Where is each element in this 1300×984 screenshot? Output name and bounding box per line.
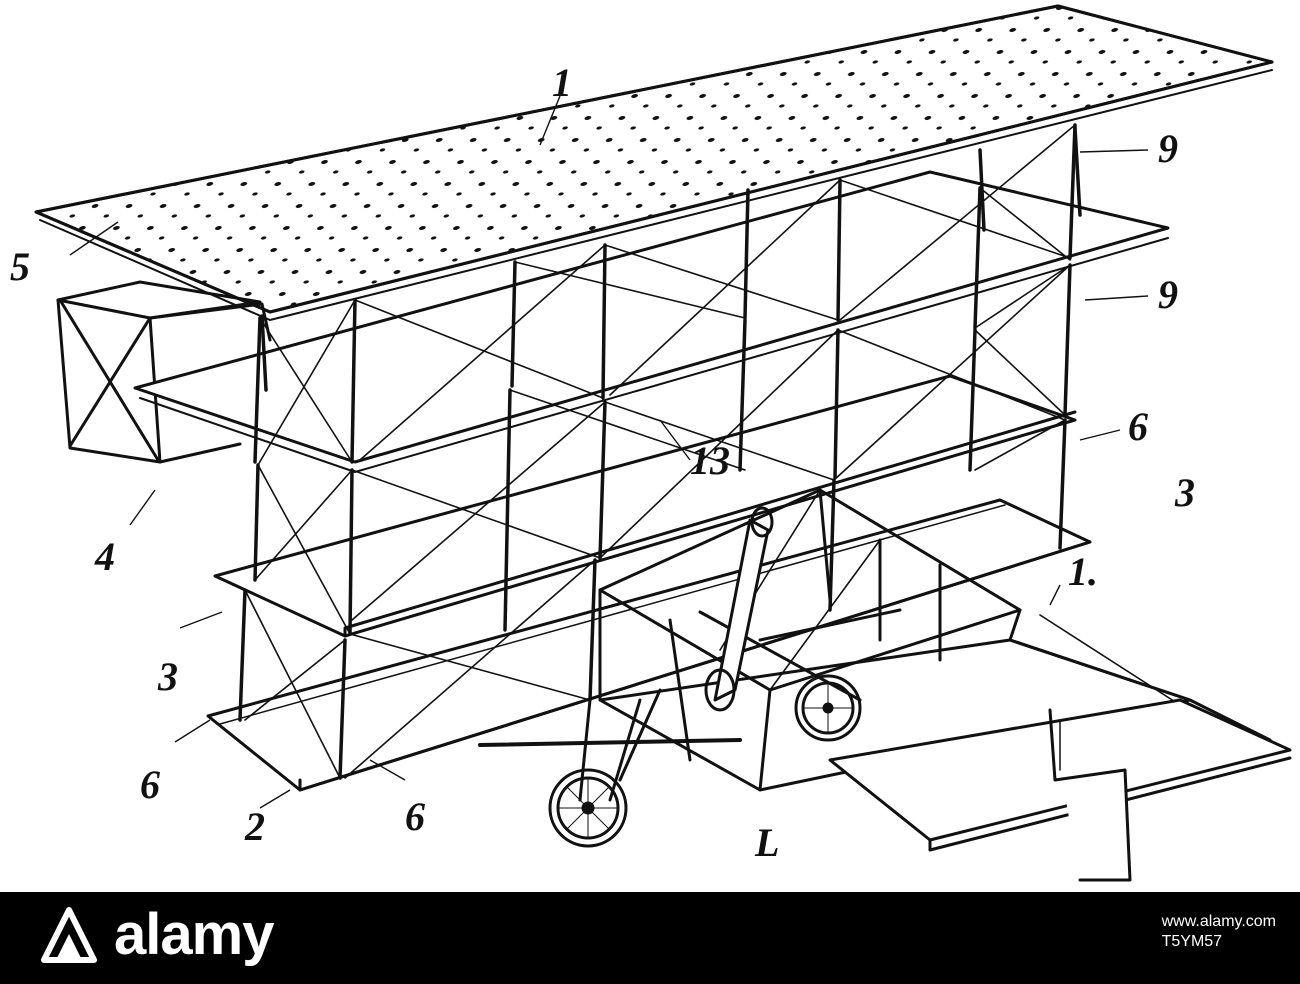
label-3-left: 3 [157, 654, 178, 699]
label-3-right: 3 [1174, 470, 1195, 515]
label-5: 5 [10, 244, 30, 289]
watermark-footer: alamy www.alamy.com T5YM57 [0, 892, 1300, 984]
label-6-bottom: 6 [405, 794, 425, 839]
label-1-right: 1. [1068, 549, 1098, 594]
label-1-top: 1 [552, 60, 572, 105]
label-9-top: 9 [1158, 126, 1178, 171]
third-wing [133, 170, 1170, 464]
brand-name: alamy [114, 902, 274, 967]
alamy-logo-icon [41, 907, 97, 963]
propeller [704, 506, 774, 712]
image-id-code: T5YM57 [1161, 933, 1223, 950]
label-4: 4 [94, 534, 115, 579]
label-9-mid: 9 [1158, 272, 1178, 317]
label-2: 2 [244, 804, 265, 849]
triplane-patent-drawing: 5 1 9 9 6 3 13 4 1. 3 6 2 6 L [10, 4, 1292, 882]
interplane-struts [238, 123, 1077, 780]
label-6-left: 6 [140, 762, 160, 807]
triplane-illustration: 5 1 9 9 6 3 13 4 1. 3 6 2 6 L [10, 4, 1292, 882]
image-id-site: www.alamy.com [1161, 913, 1276, 930]
image-id: www.alamy.com T5YM57 [1162, 912, 1276, 952]
label-6-right: 6 [1128, 404, 1148, 449]
label-1-bottom: L [754, 820, 779, 865]
label-13: 13 [690, 438, 730, 483]
cross-wires [244, 124, 1076, 779]
second-wing [213, 374, 1077, 638]
landing-gear [478, 674, 862, 848]
brand: alamy [38, 902, 274, 967]
